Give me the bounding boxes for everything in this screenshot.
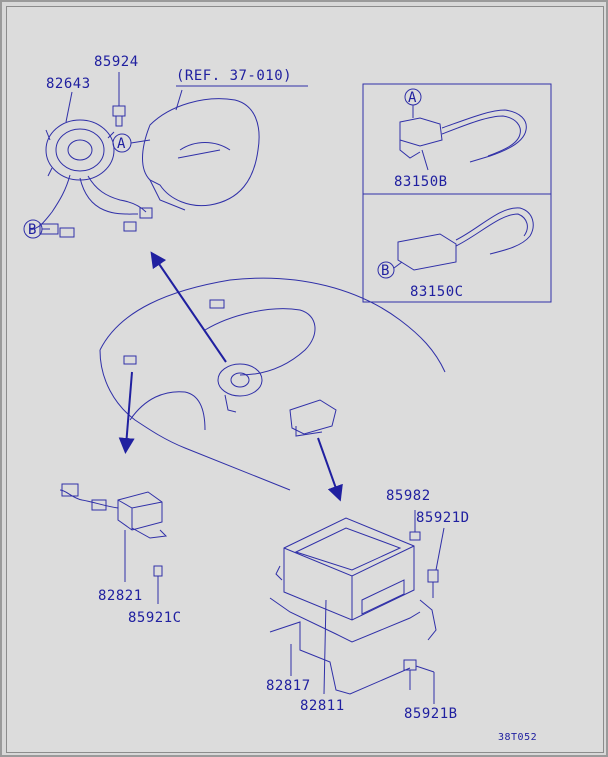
label-85921B: 85921B: [404, 706, 458, 722]
sensor-82821-illustration: [59, 483, 168, 604]
label-85921D: 85921D: [416, 510, 470, 526]
dashboard-illustration: [99, 277, 446, 491]
label-82643: 82643: [46, 76, 91, 92]
label-82821: 82821: [98, 588, 143, 604]
label-85921C: 85921C: [128, 610, 182, 626]
diagram-code: 38T052: [498, 732, 537, 743]
arrow-to-sensor: [118, 371, 135, 454]
label-83150C: 83150C: [410, 284, 464, 300]
label-85982: 85982: [386, 488, 431, 504]
marker-b-left-text: B: [28, 222, 37, 238]
label-82811: 82811: [300, 698, 345, 714]
label-85924: 85924: [94, 54, 139, 70]
control-unit-82811-illustration: [269, 510, 445, 704]
marker-a-left-text: A: [117, 136, 126, 152]
label-83150B: 83150B: [394, 174, 448, 190]
marker-a-inset-text: A: [408, 90, 417, 106]
screw-85924-illustration: [112, 72, 126, 127]
airbag-module-illustration: [142, 85, 308, 211]
inset-connector-box: A B: [362, 83, 552, 303]
label-ref-37-010: (REF. 37-010): [176, 68, 292, 84]
label-82817: 82817: [266, 678, 311, 694]
arrow-to-control-unit: [317, 437, 343, 502]
arrow-to-clock-spring: [150, 251, 227, 363]
clock-spring-illustration: [29, 119, 153, 238]
marker-b-left: B: [23, 219, 50, 239]
marker-b-inset-text: B: [381, 263, 390, 279]
marker-a-left: A: [112, 133, 151, 153]
